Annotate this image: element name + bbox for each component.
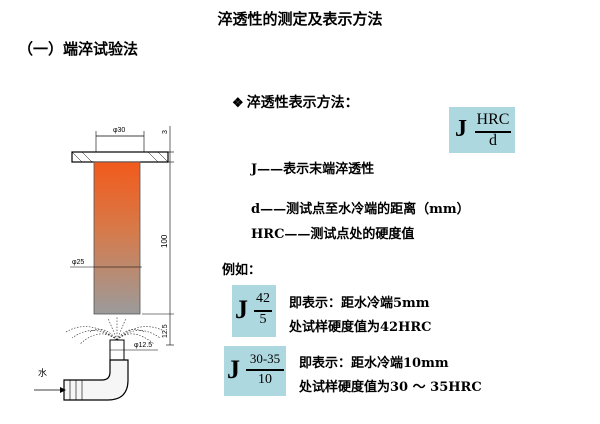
flange-height-label: 3 [162,130,169,134]
specimen-flange [71,151,169,163]
definition-d: d——测试点至水冷端的距离（mm） [251,202,470,217]
example2-formula-box: J 30-35 10 [224,346,286,396]
example1-denominator: 5 [259,312,267,327]
example2-symbol: J [227,355,240,384]
nozzle-diameter-label: φ12.5 [134,342,152,349]
example1-line1: 即表示：距水冷端5mm [289,296,430,311]
definition-hrc: HRC——测试点处的硬度值 [251,227,415,242]
section-heading: （一）端淬试验法 [18,40,139,58]
example1-symbol: J [235,295,248,324]
definition-j: J——表示末端淬透性 [251,162,375,177]
specimen-body [93,161,141,315]
fraction-bar [475,131,511,133]
formula-numerator: HRC [476,111,510,128]
formula-denominator: d [489,132,497,149]
example-label: 例如： [222,263,262,278]
example1-numerator: 42 [256,291,270,306]
notation-heading-text: 淬透性表示方法： [246,95,359,111]
formula-symbol: J [455,116,467,142]
notation-formula-box: J HRC d [449,107,515,153]
example1-formula-box: J 42 5 [232,285,276,337]
gap-label: 12.5 [162,324,169,338]
example2-fraction-bar [246,369,284,371]
body-diameter-label: φ25 [72,259,84,266]
diamond-bullet-icon: ❖ [232,96,244,111]
example1-line2: 处试样硬度值为42HRC [289,320,432,335]
example1-fraction-bar [254,310,272,312]
example2-numerator: 30-35 [249,351,281,366]
top-diameter-label: φ30 [113,127,125,134]
water-spray [65,316,167,345]
example2-denominator: 10 [258,372,272,387]
water-label: 水 [38,367,47,378]
water-pipe [63,359,129,401]
jominy-apparatus-diagram: φ30 3 100 12.5 φ25 φ12.5 水 [34,126,174,401]
page-title: 淬透性的测定及表示方法 [217,10,383,28]
body-height-label: 100 [160,234,169,248]
example2-line2: 处试样硬度值为30 ～ 35HRC [299,380,482,395]
example2-line1: 即表示：距水冷端10mm [299,356,449,371]
notation-heading: ❖淬透性表示方法： [232,92,359,112]
